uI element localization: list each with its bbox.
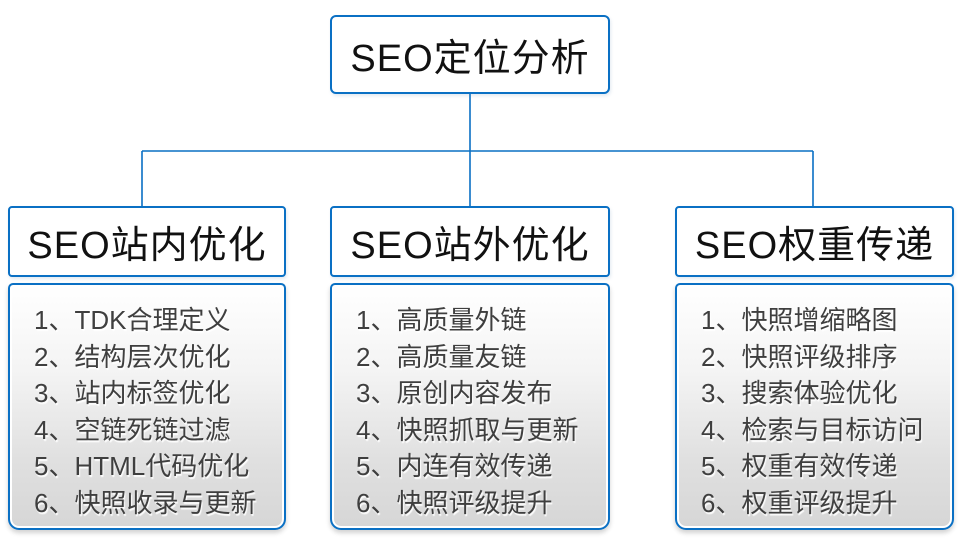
list-item: 2、高质量友链 xyxy=(356,341,527,372)
column-weight-transfer-header-label: SEO权重传递 xyxy=(694,225,935,267)
list-item: 5、内连有效传递 xyxy=(356,451,553,481)
list-item: 1、快照增缩略图 xyxy=(701,305,898,335)
column-offsite-list: 1、高质量外链 2、高质量友链 3、原创内容发布 4、快照抓取与更新 5、内连有… xyxy=(330,283,610,530)
root-node-label: SEO定位分析 xyxy=(350,38,590,80)
column-weight-transfer-list: 1、快照增缩略图 2、快照评级排序 3、搜索体验优化 4、检索与目标访问 5、权… xyxy=(675,283,954,530)
list-item: 6、快照收录与更新 xyxy=(34,487,257,518)
list-item: 4、检索与目标访问 xyxy=(701,414,924,445)
column-offsite-header: SEO站外优化 xyxy=(330,206,610,277)
root-node: SEO定位分析 xyxy=(330,15,610,94)
list-item: 1、高质量外链 xyxy=(356,305,527,335)
list-item: 4、快照抓取与更新 xyxy=(356,414,579,445)
list-item: 6、快照评级提升 xyxy=(356,487,553,518)
column-onsite-header-label: SEO站内优化 xyxy=(27,225,267,267)
list-item: 4、空链死链过滤 xyxy=(34,414,231,445)
list-item: 2、快照评级排序 xyxy=(701,341,898,372)
list-item: 5、HTML代码优化 xyxy=(34,451,250,481)
column-weight-transfer-header: SEO权重传递 xyxy=(675,206,954,277)
list-item: 1、TDK合理定义 xyxy=(34,305,231,335)
list-item: 3、搜索体验优化 xyxy=(701,378,898,408)
column-offsite-header-label: SEO站外优化 xyxy=(350,225,590,267)
list-item: 3、站内标签优化 xyxy=(34,378,231,408)
list-item: 5、权重有效传递 xyxy=(701,451,898,481)
list-item: 6、权重评级提升 xyxy=(701,487,898,518)
list-item: 2、结构层次优化 xyxy=(34,341,231,372)
column-onsite-list: 1、TDK合理定义 2、结构层次优化 3、站内标签优化 4、空链死链过滤 5、H… xyxy=(8,283,286,530)
list-item: 3、原创内容发布 xyxy=(356,378,553,408)
column-onsite-header: SEO站内优化 xyxy=(8,206,286,277)
